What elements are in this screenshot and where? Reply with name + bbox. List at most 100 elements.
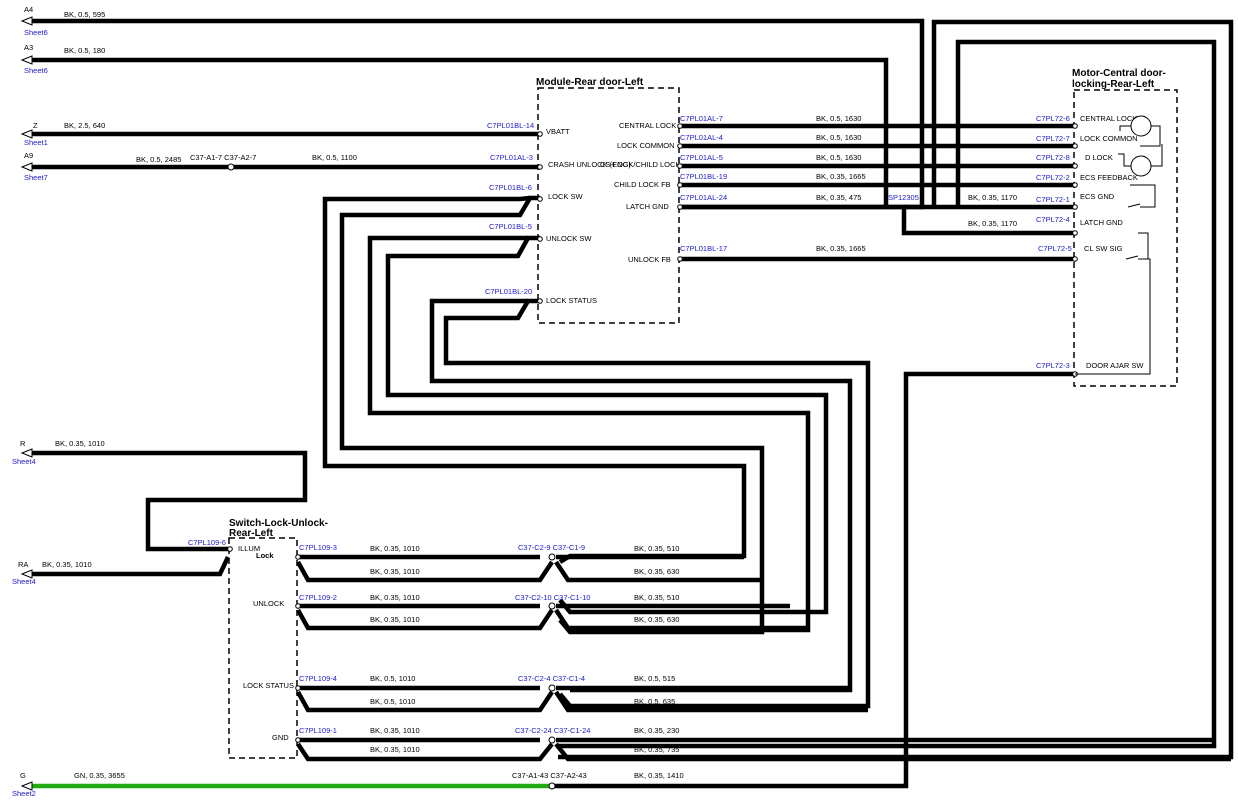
module-conn[interactable]: C7PL01AL-5	[680, 153, 723, 162]
module-conn[interactable]: C7PL01BL-5	[489, 222, 532, 231]
wire-sp-up2[interactable]	[558, 39, 1217, 749]
inline-connector[interactable]	[548, 684, 556, 692]
pin[interactable]	[677, 143, 683, 149]
pin[interactable]	[1072, 123, 1078, 129]
pin[interactable]	[537, 236, 543, 242]
pin[interactable]	[677, 182, 683, 188]
inline-connector[interactable]	[548, 736, 556, 744]
motor-conn[interactable]: C7PL72-7	[1036, 134, 1070, 143]
wire-r2b[interactable]	[554, 608, 808, 631]
wire-ra[interactable]	[30, 556, 231, 577]
motor-conn[interactable]: C7PL72-4	[1036, 215, 1070, 224]
motor-conn[interactable]: C7PL72-3	[1036, 361, 1070, 370]
pin[interactable]	[227, 546, 233, 552]
module-conn[interactable]: C7PL01BL-17	[680, 244, 727, 253]
offsheet-sheet[interactable]: Sheet6	[24, 66, 48, 75]
pin[interactable]	[1072, 182, 1078, 188]
offsheet-sheet[interactable]: Sheet2	[12, 789, 36, 798]
module-conn[interactable]: C7PL01BL-20	[485, 287, 532, 296]
module-pin-label: LOCK COMMON	[617, 141, 675, 150]
pin[interactable]	[677, 123, 683, 129]
module-pin-label: CHILD LOCK FB	[614, 180, 671, 189]
pin[interactable]	[1072, 143, 1078, 149]
module-title: Module-Rear door-Left	[536, 77, 644, 88]
motor-title: Motor-Central door-	[1072, 68, 1166, 79]
motor-conn[interactable]: C7PL72-2	[1036, 173, 1070, 182]
pin[interactable]	[537, 131, 543, 137]
wire-sw-row1b[interactable]	[296, 560, 554, 583]
switch-conn[interactable]: C7PL109-1	[299, 726, 337, 735]
module-pin-label: LOCK SW	[548, 192, 584, 201]
wire-r1b[interactable]	[554, 560, 762, 583]
inline-connector[interactable]	[548, 602, 556, 610]
pin[interactable]	[537, 298, 543, 304]
motor-pin-label: CENTRAL LOCK	[1080, 114, 1137, 123]
offsheet-sheet[interactable]: Sheet7	[24, 173, 48, 182]
inline-connector-label[interactable]: C37-C2-10 C37-C1-10	[515, 593, 590, 602]
module-conn[interactable]: C7PL01BL-6	[489, 183, 532, 192]
splice-label[interactable]: SP12305	[888, 193, 919, 202]
offsheet-sheet[interactable]: Sheet6	[24, 28, 48, 37]
inline-connector-label[interactable]: C37-C2-9 C37-C1-9	[518, 543, 585, 552]
arrow-z-icon	[20, 129, 33, 139]
module-pin-label: LOCK STATUS	[546, 296, 597, 305]
wire-sw-row2b[interactable]	[296, 608, 554, 631]
motor-conn[interactable]: C7PL72-1	[1036, 195, 1070, 204]
module-conn[interactable]: C7PL01AL-4	[680, 133, 723, 142]
wire-spec: BK, 0.5, 1010	[370, 697, 415, 706]
pin[interactable]	[295, 554, 301, 560]
module-conn[interactable]: C7PL01AL-3	[490, 153, 533, 162]
inline-connector[interactable]	[548, 553, 556, 561]
wire-unlock-sw[interactable]	[385, 235, 829, 615]
wire-spec: BK, 0.35, 1010	[370, 745, 420, 754]
module-conn[interactable]: C7PL01BL-19	[680, 172, 727, 181]
motor-conn[interactable]: C7PL72-5	[1038, 244, 1072, 253]
motor-icon	[1130, 115, 1152, 137]
offsheet-sheet[interactable]: Sheet4	[12, 457, 36, 466]
switch-conn[interactable]: C7PL109-3	[299, 543, 337, 552]
inline-connector-label[interactable]: C37-C2-24 C37-C1-24	[515, 726, 590, 735]
module-pin-label: LATCH GND	[626, 202, 669, 211]
switch-conn[interactable]: C7PL109-2	[299, 593, 337, 602]
switch-conn[interactable]: C7PL109-4	[299, 674, 337, 683]
wire-a3[interactable]	[30, 57, 889, 207]
inline-connector[interactable]	[227, 163, 235, 171]
pin[interactable]	[537, 164, 543, 170]
offsheet-id: R	[20, 439, 26, 448]
motor-conn[interactable]: C7PL72-8	[1036, 153, 1070, 162]
offsheet-sheet[interactable]: Sheet1	[24, 138, 48, 147]
pin[interactable]	[677, 256, 683, 262]
pin[interactable]	[295, 603, 301, 609]
wire-r4b[interactable]	[554, 742, 1231, 762]
offsheet-sheet[interactable]: Sheet4	[12, 577, 36, 586]
pin[interactable]	[1072, 163, 1078, 169]
motor-central-door-locking: Motor-Central door- locking-Rear-Left C7…	[1036, 68, 1178, 387]
wire-lock-status[interactable]	[443, 298, 871, 709]
module-rear-door-left: Module-Rear door-Left C7PL01BL-14 VBATT …	[485, 77, 866, 324]
wire-door-ajar[interactable]	[552, 371, 1075, 789]
inline-connector-label[interactable]: C37-C2-4 C37-C1-4	[518, 674, 585, 683]
wire-sw-row3b[interactable]	[296, 690, 554, 713]
module-conn[interactable]: C7PL01BL-14	[487, 121, 534, 130]
pin[interactable]	[295, 737, 301, 743]
module-conn[interactable]: C7PL01AL-24	[680, 193, 727, 202]
wire-sp-up[interactable]	[558, 19, 1234, 760]
module-conn[interactable]: C7PL01AL-7	[680, 114, 723, 123]
module-pin-label: CS-LOCK/CHILD LOCK	[600, 160, 680, 169]
wire-r[interactable]	[30, 450, 308, 552]
wire-sw-row4b[interactable]	[296, 742, 554, 762]
motor-conn[interactable]: C7PL72-6	[1036, 114, 1070, 123]
pin[interactable]	[1072, 204, 1078, 210]
wire-a4[interactable]	[30, 18, 925, 210]
pin[interactable]	[1072, 256, 1078, 262]
wire-r3b[interactable]	[554, 690, 868, 713]
pin[interactable]	[677, 163, 683, 169]
pin[interactable]	[295, 685, 301, 691]
switch-conn[interactable]: C7PL109-6	[188, 538, 226, 547]
pin[interactable]	[677, 204, 683, 210]
pin[interactable]	[537, 196, 543, 202]
wire-latch-gnd[interactable]	[680, 204, 1075, 236]
motor-pin-label: ECS FEEDBACK	[1080, 173, 1138, 182]
inline-connector[interactable]	[548, 782, 556, 790]
pin[interactable]	[1072, 230, 1078, 236]
